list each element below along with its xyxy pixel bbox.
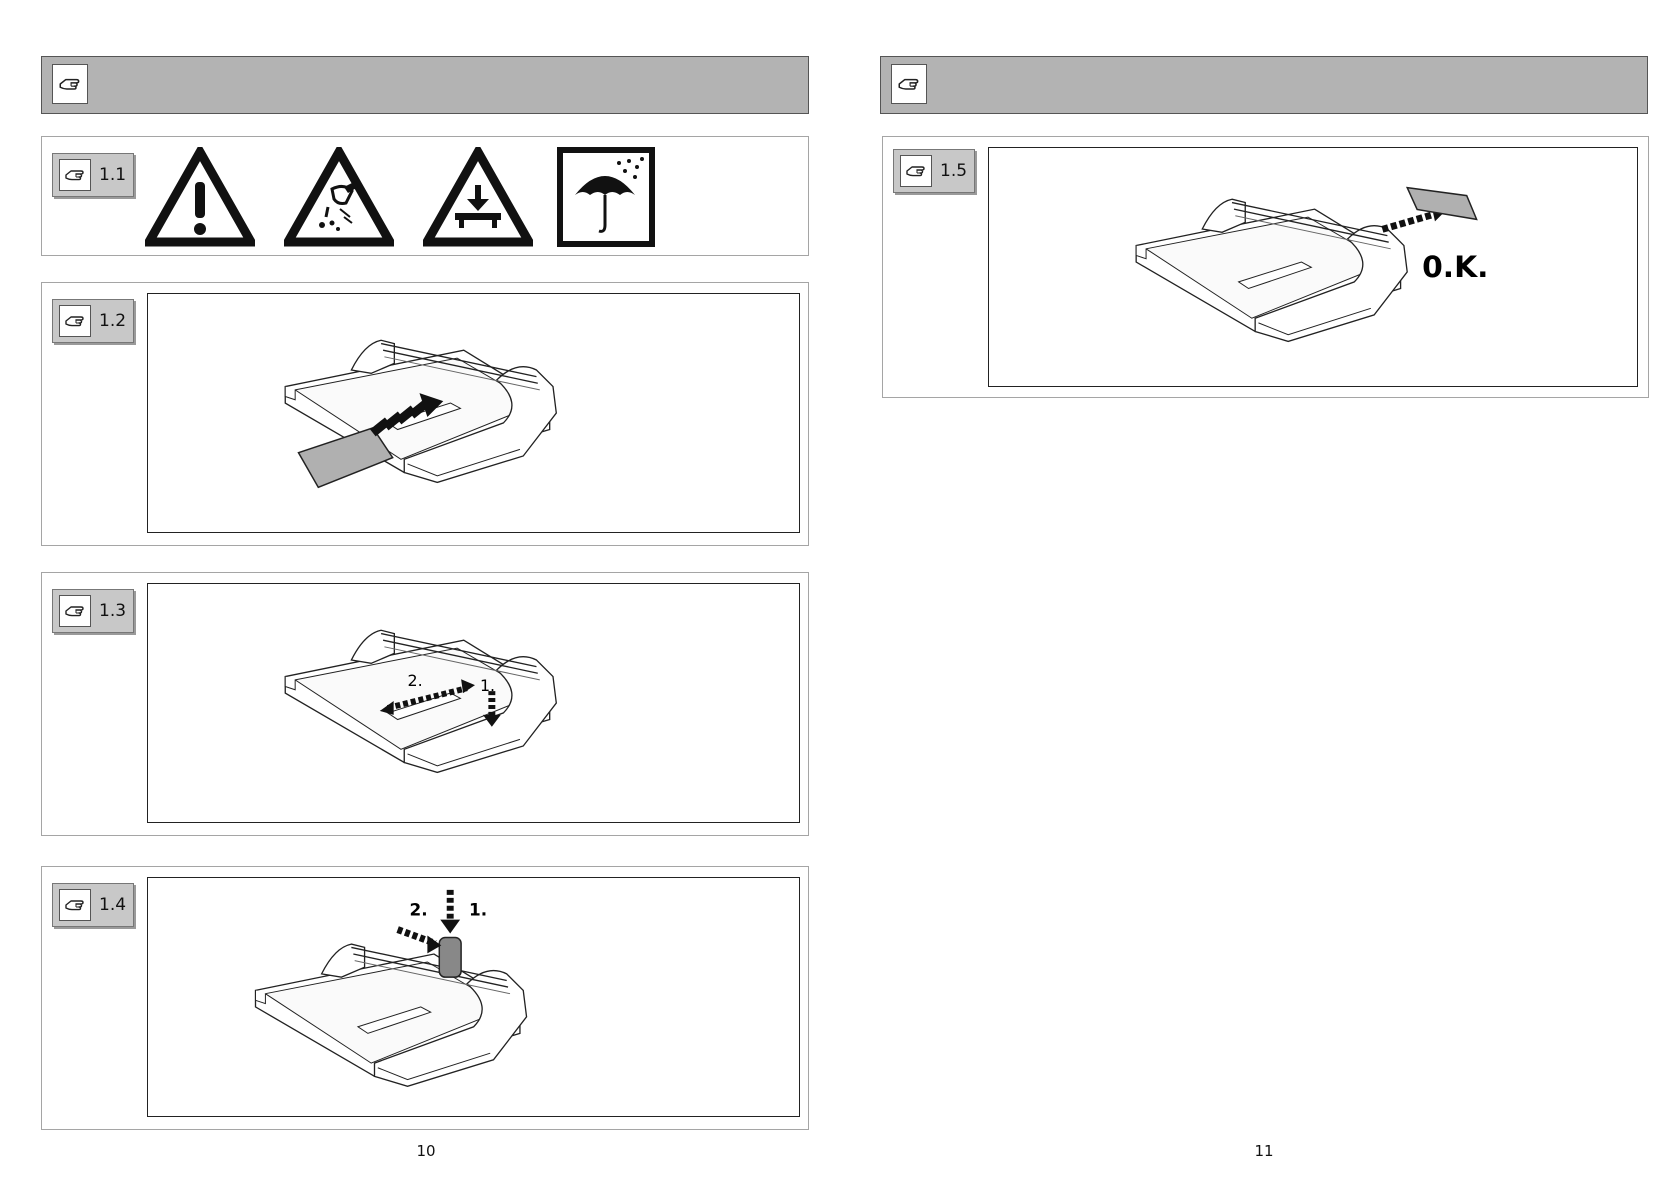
ok-mark: 0.K. xyxy=(1422,250,1488,285)
illustration-frame: 2. 1. xyxy=(147,877,800,1117)
step-1-2-section: 1.2 xyxy=(41,282,809,546)
page-number-right: 11 xyxy=(1234,1142,1294,1160)
step-1-3-section: 1.3 2. 1. xyxy=(41,572,809,836)
hand-pointing-icon xyxy=(59,305,91,337)
cutter-insert-paper-illustration xyxy=(148,294,799,532)
step-tag: 1.5 xyxy=(893,149,975,193)
step-tag: 1.4 xyxy=(52,883,134,927)
illustration-frame: 0.K. xyxy=(988,147,1638,387)
step-mark-2: 2. xyxy=(410,900,428,920)
hand-pointing-icon xyxy=(891,64,927,104)
hand-pointing-icon xyxy=(900,155,932,187)
page-number-left: 10 xyxy=(396,1142,456,1160)
step-number: 1.4 xyxy=(99,895,126,915)
step-number: 1.2 xyxy=(99,311,126,331)
keep-dry-icon xyxy=(557,147,655,247)
hand-pointing-icon xyxy=(52,64,88,104)
left-page-header-bar xyxy=(41,56,809,114)
hand-pointing-icon xyxy=(59,889,91,921)
cutter-press-and-slide-illustration: 2. 1. xyxy=(148,878,799,1116)
load-limit-icon xyxy=(423,147,533,247)
hand-pointing-icon xyxy=(59,159,91,191)
cutter-result-illustration: 0.K. xyxy=(989,148,1637,386)
step-number: 1.3 xyxy=(99,601,126,621)
step-mark-1: 1. xyxy=(469,900,487,920)
paper-sheet xyxy=(298,428,392,488)
general-warning-icon xyxy=(145,147,255,247)
step-tag: 1.1 xyxy=(52,153,134,197)
step-number: 1.5 xyxy=(940,161,967,181)
cutting-head xyxy=(439,938,461,978)
step-number: 1.1 xyxy=(99,165,126,185)
paper-strip xyxy=(1407,188,1476,220)
step-tag: 1.2 xyxy=(52,299,134,343)
step-1-5-section: 1.5 0.K. xyxy=(882,136,1649,398)
cutter-adjust-guide-illustration: 2. 1. xyxy=(148,584,799,822)
step-1-4-section: 1.4 2. 1. xyxy=(41,866,809,1130)
step-mark-1: 1. xyxy=(480,676,495,695)
illustration-frame xyxy=(147,293,800,533)
step-tag: 1.3 xyxy=(52,589,134,633)
right-page-header-bar xyxy=(880,56,1648,114)
cut-hazard-icon xyxy=(284,147,394,247)
illustration-frame: 2. 1. xyxy=(147,583,800,823)
hand-pointing-icon xyxy=(59,595,91,627)
step-mark-2: 2. xyxy=(408,671,423,690)
step-1-1-section: 1.1 xyxy=(41,136,809,256)
